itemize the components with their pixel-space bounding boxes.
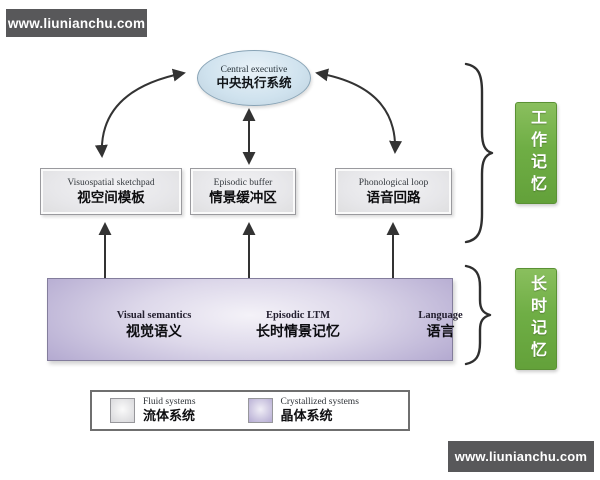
node-phonological-loop: Phonological loop 语音回路 [335, 168, 452, 215]
language-label-zh: 语言 [426, 323, 455, 339]
visuospatial-label-en: Visuospatial sketchpad [67, 178, 155, 188]
arrow-ce-phonological-curve [315, 68, 402, 154]
watermark-bottom-text: www.liunianchu.com [454, 449, 588, 464]
fluid-label-zh: 流体系统 [143, 408, 196, 423]
legend-item-fluid: Fluid systems 流体系统 [110, 397, 196, 424]
phonological-loop-label-zh: 语音回路 [366, 190, 421, 205]
episodic-buffer-label-zh: 情景缓冲区 [209, 190, 277, 205]
brace-working-memory [464, 62, 494, 244]
ltm-item-language: Language 语言 [393, 309, 488, 340]
language-label-en: Language [418, 310, 463, 321]
episodic-buffer-label-en: Episodic buffer [213, 178, 273, 188]
working-memory-text: 工作记忆 [528, 109, 545, 197]
episodic-ltm-label-en: Episodic LTM [265, 310, 331, 321]
fluid-swatch-icon [110, 398, 135, 423]
legend-item-crystallized: Crystallized systems 晶体系统 [247, 397, 359, 424]
visual-semantics-label-zh: 视觉语义 [126, 323, 182, 339]
visuospatial-label-zh: 视空间模板 [77, 190, 145, 205]
ltm-item-visual-semantics: Visual semantics 视觉语义 [98, 309, 210, 340]
central-executive-label-en: Central executive [220, 65, 288, 75]
legend-box: Fluid systems 流体系统 Crystallized systems … [90, 390, 410, 431]
long-term-memory-text: 长时记忆 [528, 275, 545, 363]
node-long-term-memory: Visual semantics 视觉语义 Episodic LTM 长时情景记… [47, 278, 463, 361]
central-executive-label-zh: 中央执行系统 [216, 76, 292, 90]
ltm-item-episodic-ltm: Episodic LTM 长时情景记忆 [238, 309, 358, 340]
crystallized-label-zh: 晶体系统 [280, 408, 333, 423]
label-long-term-memory: 长时记忆 [515, 268, 557, 370]
crystallized-swatch-icon [247, 398, 273, 423]
label-working-memory: 工作记忆 [515, 102, 557, 204]
node-episodic-buffer: Episodic buffer 情景缓冲区 [190, 168, 296, 215]
node-central-executive: Central executive 中央执行系统 [197, 50, 311, 106]
watermark-bottom: www.liunianchu.com [448, 441, 594, 472]
episodic-ltm-label-zh: 长时情景记忆 [256, 323, 340, 339]
watermark-top: www.liunianchu.com [6, 9, 147, 37]
arrow-ce-sketchpad-curve [94, 68, 186, 158]
watermark-top-text: www.liunianchu.com [7, 15, 146, 31]
fluid-label-en: Fluid systems [143, 397, 196, 407]
node-visuospatial-sketchpad: Visuospatial sketchpad 视空间模板 [40, 168, 182, 215]
visual-semantics-label-en: Visual semantics [116, 310, 192, 321]
crystallized-label-en: Crystallized systems [280, 397, 359, 407]
phonological-loop-label-en: Phonological loop [358, 178, 429, 188]
